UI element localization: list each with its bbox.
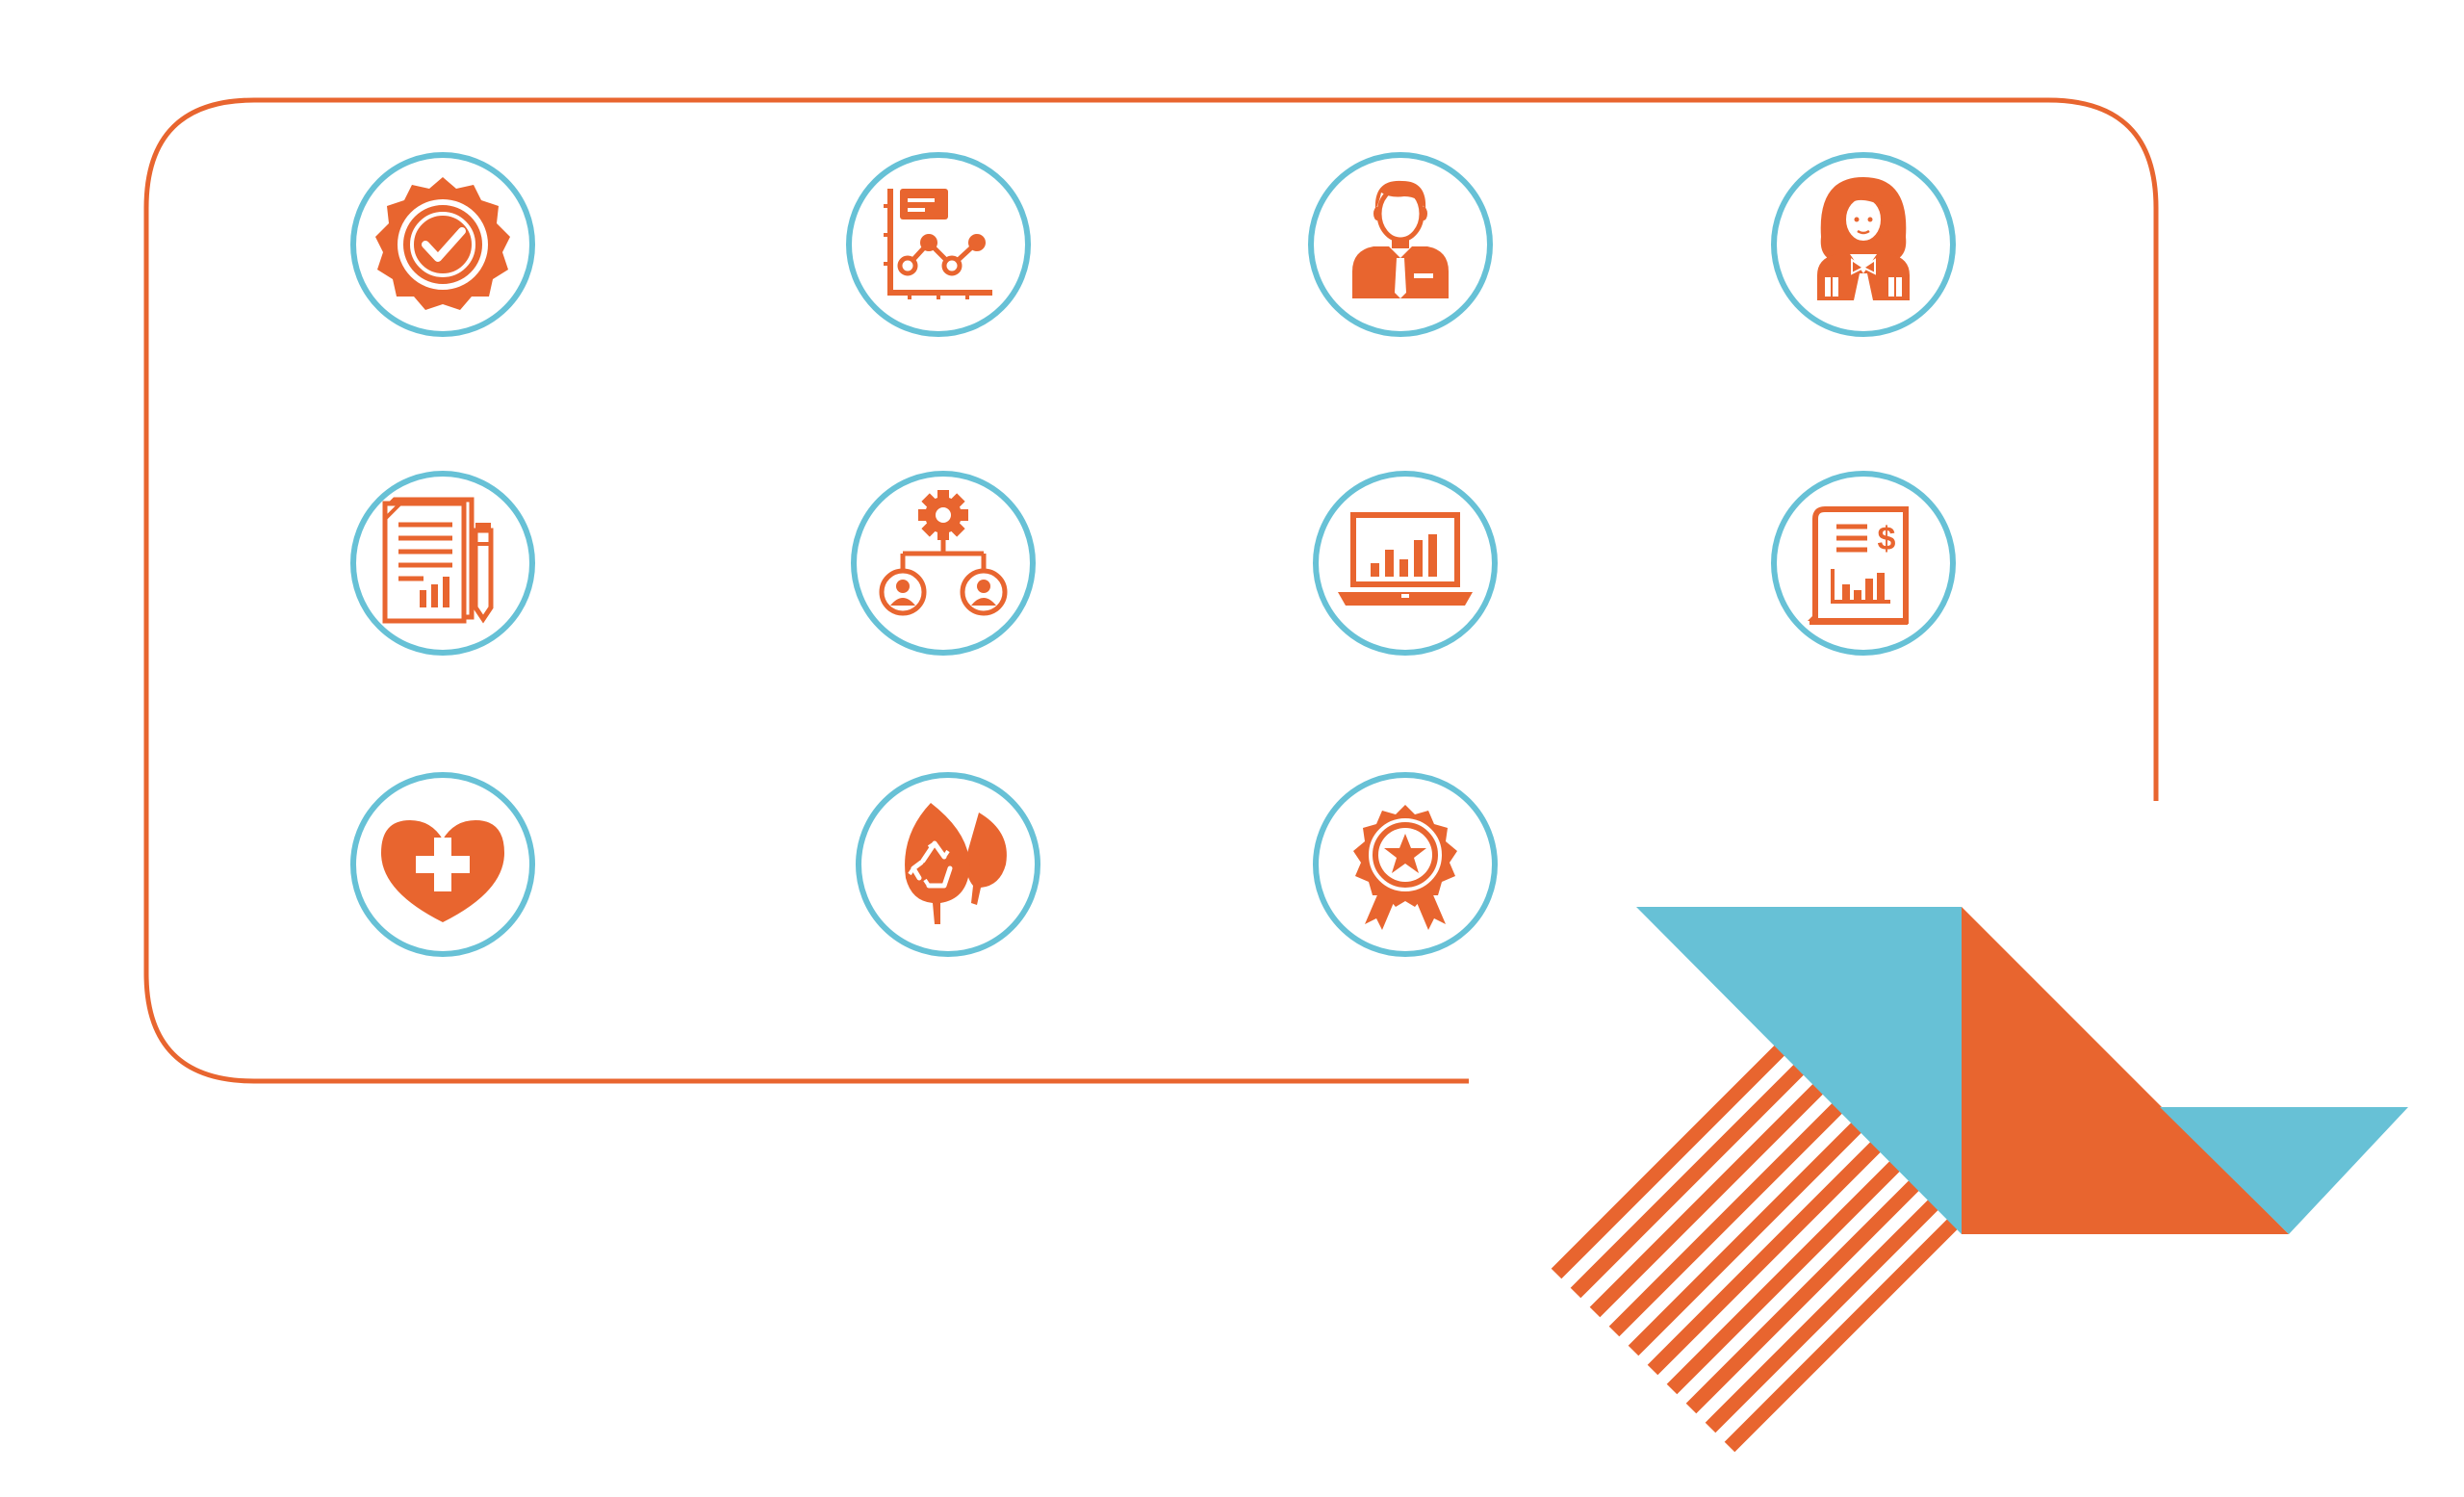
arrow-blue-wing — [1636, 907, 1962, 1234]
eco-recycle-icon — [856, 772, 1040, 957]
arrow-tail-stripes — [1551, 1044, 1960, 1453]
health-care-icon — [350, 772, 535, 957]
businesswoman-icon — [1771, 152, 1956, 337]
growth-chart-icon — [846, 152, 1031, 337]
report-document-icon — [350, 471, 535, 656]
financial-report-icon: $ — [1771, 471, 1956, 656]
arrow-blue-tip — [2160, 1107, 2408, 1234]
svg-text:$: $ — [1878, 521, 1896, 557]
decorative-arrow-graphic — [1551, 907, 2408, 1453]
quality-badge-icon — [350, 152, 535, 337]
laptop-analytics-icon — [1313, 471, 1498, 656]
businessman-icon — [1308, 152, 1493, 337]
award-ribbon-icon — [1313, 772, 1498, 957]
team-management-icon — [851, 471, 1036, 656]
frame-outline — [143, 97, 2159, 1084]
